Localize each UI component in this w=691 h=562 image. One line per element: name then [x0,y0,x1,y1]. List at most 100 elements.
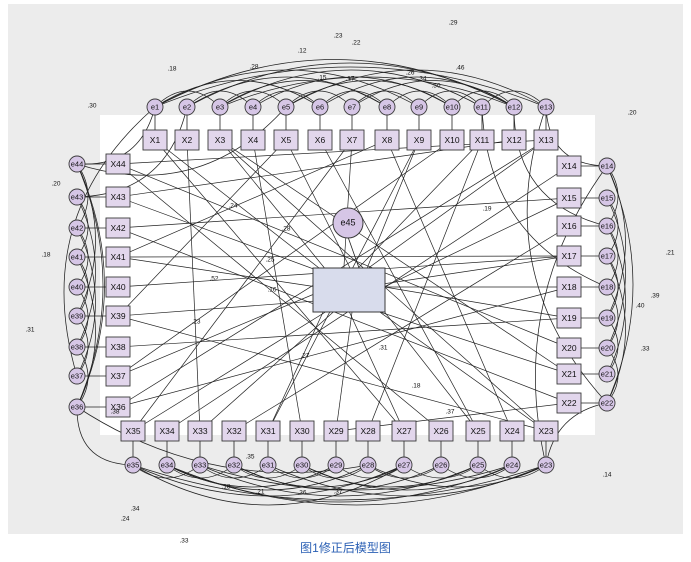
observed-variable-label: X2 [182,135,193,145]
error-term-circle [443,98,461,116]
path-coefficient: .30 [87,103,96,110]
error-term-label: e10 [446,102,459,111]
observed-variable-label: X44 [110,159,125,169]
error-term-label: e36 [71,402,84,411]
error-term-circle [211,98,229,116]
observed-variable-label: X21 [561,369,576,379]
observed-variable-label: X19 [561,313,576,323]
error-term-label: e29 [330,460,343,469]
covariance-arc [132,464,547,501]
error-term-label: e25 [472,460,485,469]
covariance-arc [132,464,405,506]
observed-variable-label: X33 [192,426,207,436]
structural-path [132,289,362,432]
error-term-label: e7 [348,102,356,111]
observed-variable-box [391,420,417,442]
observed-variable-label: X27 [396,426,411,436]
path-coefficient: .23 [191,319,200,326]
covariance-arc [351,90,420,108]
covariance-arc [285,69,547,108]
path-coefficient: .24 [228,203,237,210]
error-term-circle [225,456,243,474]
observed-variable-label: X40 [110,282,125,292]
observed-variable-label: X18 [561,282,576,292]
covariance-arc [606,225,626,375]
observed-variable-label: X38 [110,342,125,352]
error-term-label: e23 [540,460,553,469]
structural-path [354,281,570,319]
disturbance-circle [332,207,364,239]
covariance-arc [76,106,156,165]
cross-path [117,139,388,258]
path-coefficient: .12 [297,48,306,55]
structural-path [285,139,362,291]
observed-variable-box [120,420,146,442]
observed-variable-box [465,420,491,442]
cross-path [186,139,201,432]
error-term-circle [178,98,196,116]
error-term-label: e18 [601,282,614,291]
observed-variable-label: X32 [226,426,241,436]
error-term-label: e1 [151,102,159,111]
error-term-circle [473,98,491,116]
structural-path [336,139,483,291]
covariance-arc [166,464,513,503]
error-term-circle [505,98,523,116]
error-term-label: e22 [601,398,614,407]
path-coefficient: .37 [445,409,454,416]
path-coefficient: .17 [345,76,354,83]
error-term-label: e39 [71,311,84,320]
observed-variable-label: X23 [538,426,553,436]
observed-variable-box [339,129,365,151]
observed-variable-box [207,129,233,151]
covariance-arc [606,165,634,404]
error-term-label: e19 [601,313,614,322]
covariance-arc [351,80,515,108]
observed-variable-label: X15 [561,193,576,203]
error-term-circle [432,456,450,474]
covariance-arc [186,62,515,108]
cross-path [117,286,570,408]
error-term-circle [68,155,86,173]
observed-variable-box [105,336,131,358]
cross-path [117,163,570,349]
covariance-arc [481,90,547,108]
observed-variable-label: X41 [110,252,125,262]
observed-variable-label: X3 [215,135,226,145]
covariance-arc [319,76,515,108]
path-coefficient: .18 [411,383,420,390]
path-coefficient: .15 [317,75,326,82]
path-coefficient: .33 [179,538,188,545]
observed-variable-box [187,420,213,442]
error-term-label: e8 [383,102,391,111]
structural-path [335,289,356,432]
cross-path [117,317,570,348]
observed-variable-box [105,276,131,298]
cross-path [367,139,483,432]
path-coefficient: .35 [245,454,254,461]
observed-variable-box [556,392,582,414]
path-coefficient: .40 [635,303,644,310]
error-term-circle [537,456,555,474]
error-term-label: e13 [540,102,553,111]
observed-variable-label: X9 [414,135,425,145]
error-term-circle [244,98,262,116]
observed-variable-label: X35 [125,426,140,436]
error-term-label: e37 [71,371,84,380]
observed-variable-label: X6 [315,135,326,145]
observed-variable-box [307,129,333,151]
error-term-label: e43 [71,192,84,201]
covariance-arc [76,406,369,473]
observed-variable-box [255,420,281,442]
error-term-circle [158,456,176,474]
observed-variable-box [556,276,582,298]
error-term-circle [359,456,377,474]
structural-path [342,297,405,432]
observed-variable-box [469,129,495,151]
path-coefficient: .28 [249,64,258,71]
path-coefficient: .19 [482,206,491,213]
error-term-label: e42 [71,223,84,232]
structural-path [154,139,338,283]
observed-variable-label: X28 [360,426,375,436]
error-term-circle [293,456,311,474]
